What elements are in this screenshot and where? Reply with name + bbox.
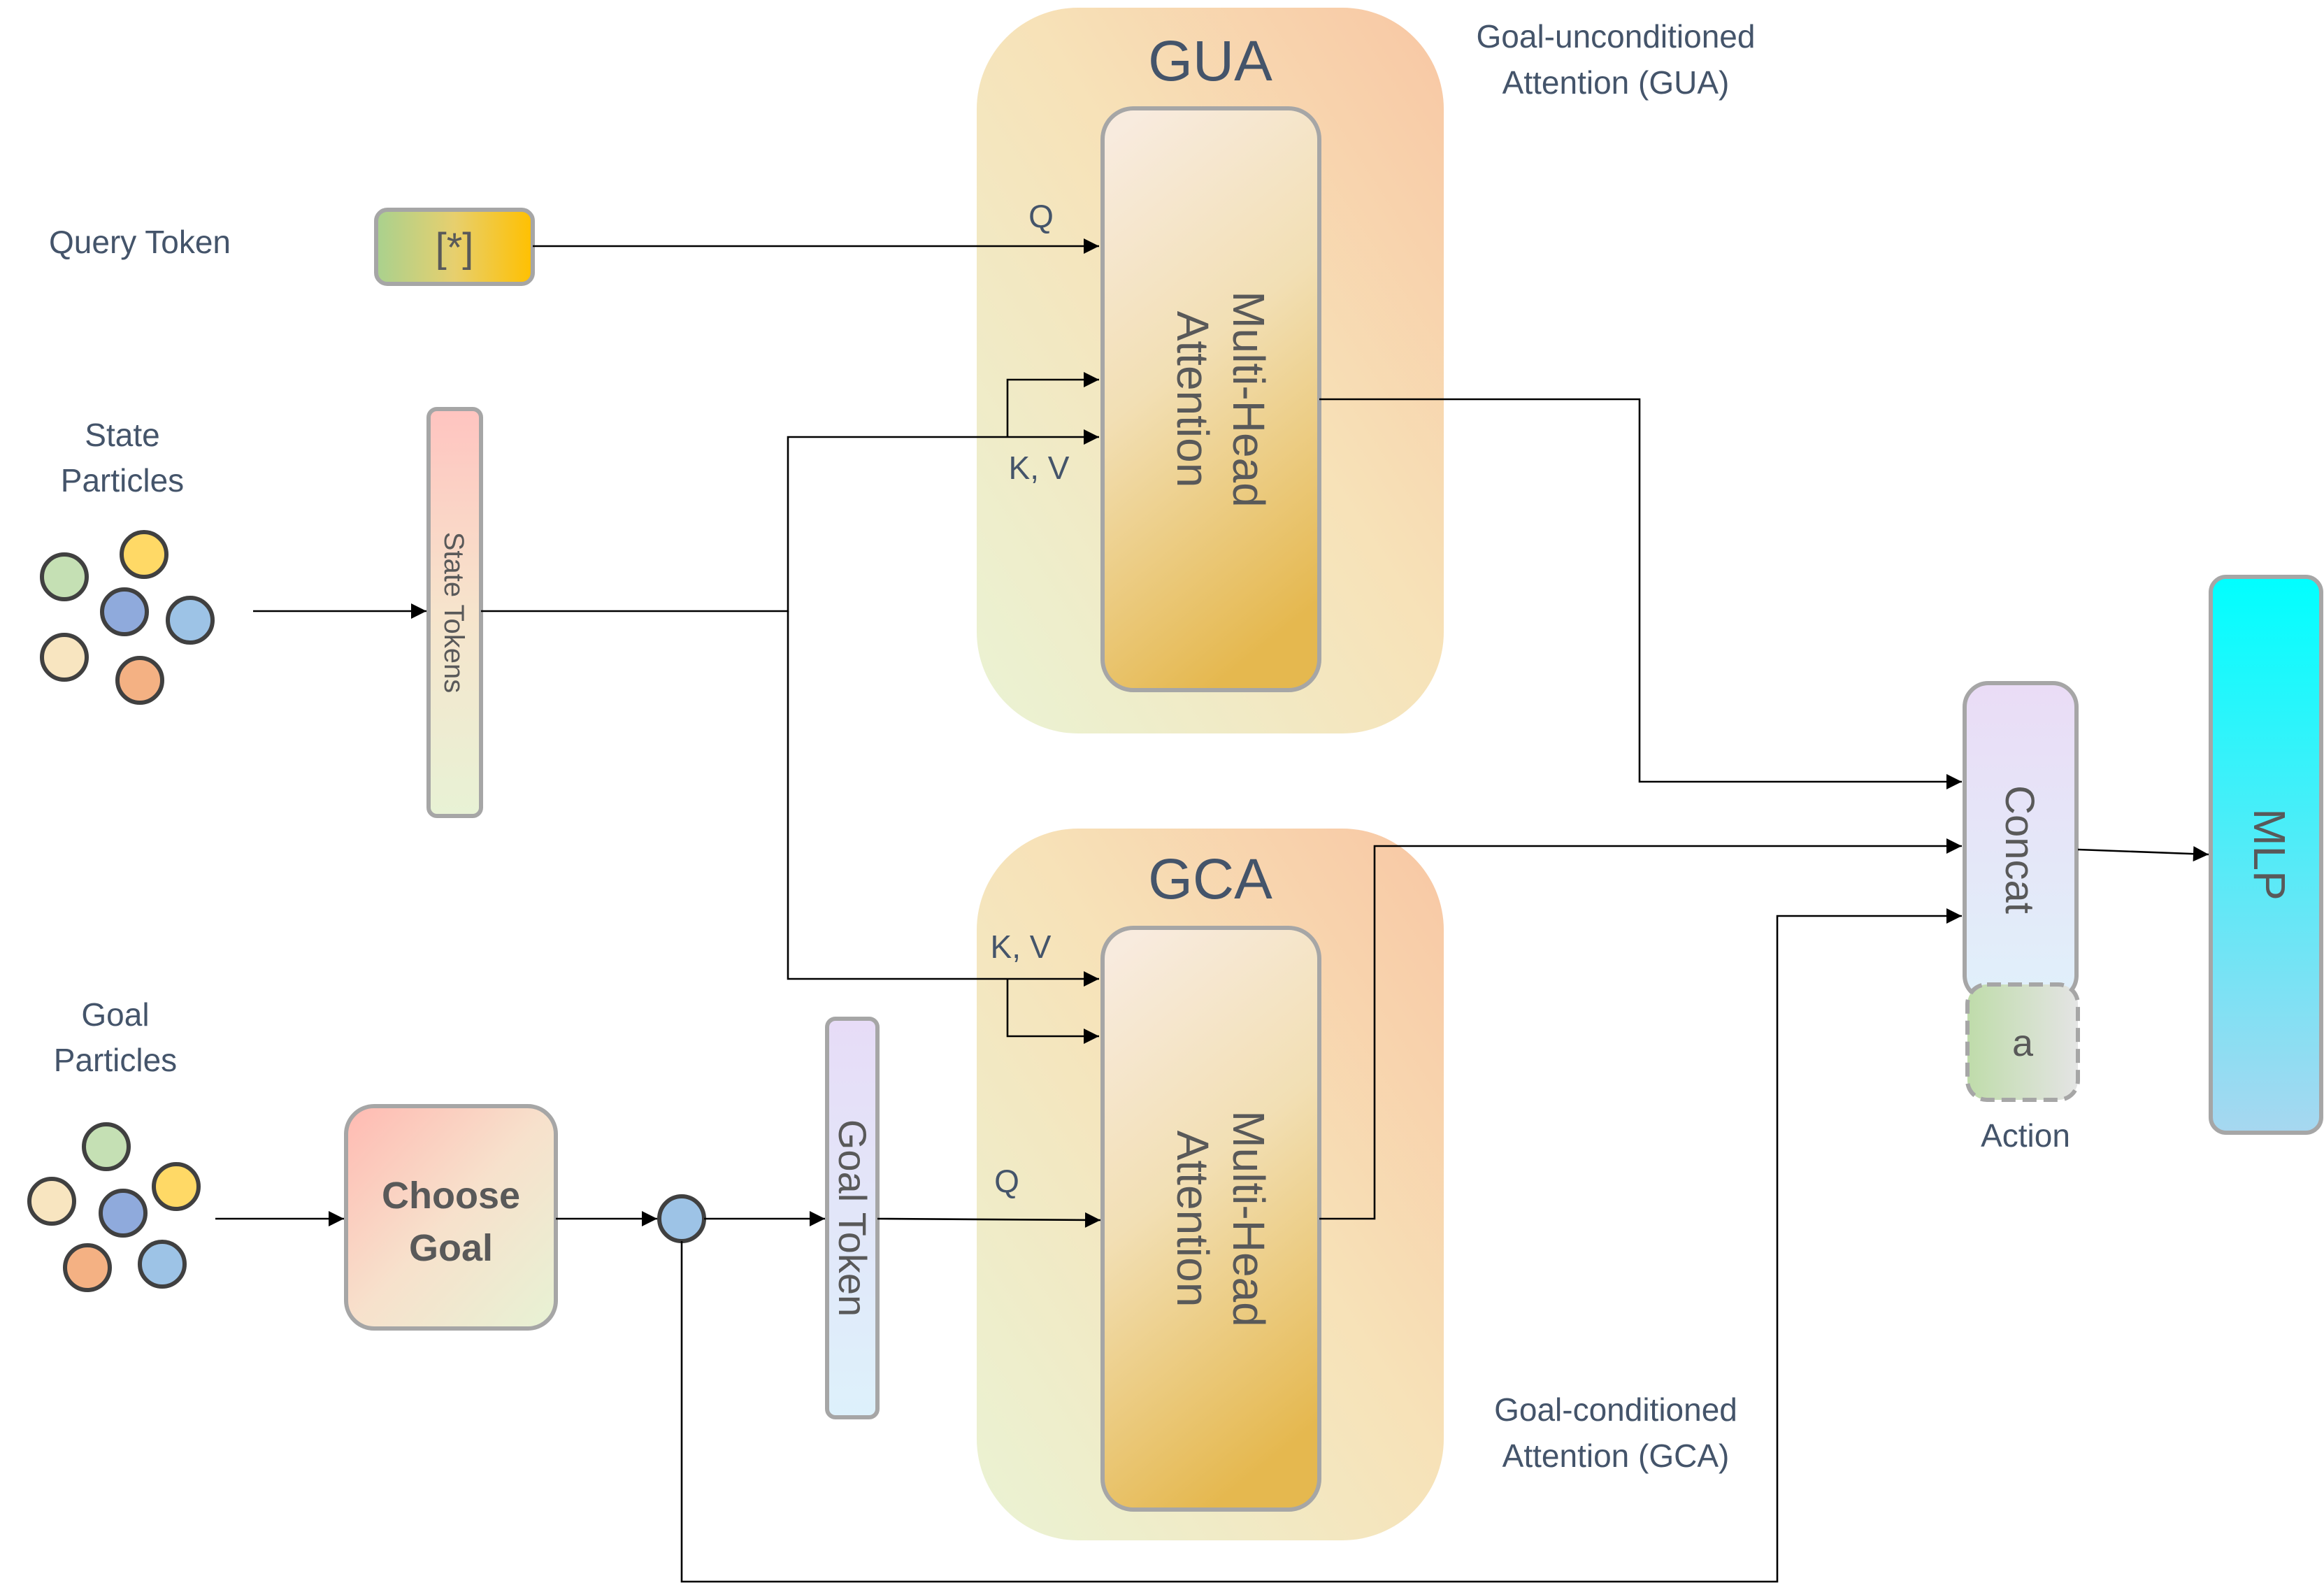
gca-kv-label: K, V <box>991 929 1052 965</box>
goal-token-block: Goal Token <box>825 1017 880 1419</box>
gua-to-concat-arrow <box>1319 398 1962 789</box>
gca-mha-line1: Multi-Head <box>1224 1110 1274 1326</box>
gua-description-1: Goal-unconditioned <box>1477 18 1756 55</box>
state-particle <box>120 530 168 579</box>
gca-mha-block: Multi-Head Attention <box>1100 926 1321 1512</box>
gua-mha-block: Multi-Head Attention <box>1100 106 1321 692</box>
mlp-block: MLP <box>2209 575 2323 1135</box>
gua-mha-line2: Attention <box>1168 311 1218 488</box>
choose-goal-text-1: Choose <box>382 1175 520 1217</box>
concat-text: Concat <box>1997 785 2042 914</box>
goal-token-text: Goal Token <box>831 1119 875 1317</box>
gca-description-1: Goal-conditioned <box>1494 1391 1737 1428</box>
state-particle <box>40 552 89 601</box>
gca-kv-split-arrow <box>1006 979 1099 1044</box>
query-token-text: [*] <box>436 225 474 271</box>
gca-to-concat-arrow <box>1319 838 1962 1220</box>
gua-description-2: Attention (GUA) <box>1502 64 1730 101</box>
goal-token-to-gca-q-arrow <box>877 1212 1101 1228</box>
gca-mha-line2: Attention <box>1168 1131 1218 1308</box>
goal-particle <box>99 1189 148 1238</box>
goal-particle <box>152 1162 201 1211</box>
state-particles <box>40 530 215 705</box>
gua-kv-split-arrow <box>1006 372 1099 437</box>
state-particles-label-2: Particles <box>61 462 184 499</box>
goal-particle <box>27 1177 76 1226</box>
selected-goal-particle <box>657 1194 706 1243</box>
query-token-label: Query Token <box>49 224 231 260</box>
state-particle <box>115 656 164 705</box>
connectors <box>215 238 2209 1583</box>
state-tokens-to-gca-kv-arrow <box>787 611 1099 987</box>
goal-particles-label-1: Goal <box>81 996 149 1033</box>
state-particles-label-1: State <box>85 417 159 453</box>
gua-title: GUA <box>1148 29 1272 93</box>
state-particle <box>100 587 149 636</box>
state-tokens-text: State Tokens <box>438 532 469 694</box>
concat-to-mlp-arrow <box>2077 846 2209 862</box>
state-particle <box>166 596 215 645</box>
action-label: Action <box>1981 1117 2070 1154</box>
gua-kv-label: K, V <box>1009 450 1070 486</box>
mlp-text: MLP <box>2244 808 2295 901</box>
gua-q-label: Q <box>1028 198 1054 234</box>
goal-to-concat-arrow <box>680 908 1962 1583</box>
state-particle <box>40 633 89 682</box>
gca-q-label: Q <box>994 1163 1019 1199</box>
gca-title: GCA <box>1148 847 1272 911</box>
goal-particles-label-2: Particles <box>54 1042 177 1078</box>
choose-goal-text-2: Goal <box>409 1227 493 1269</box>
concat-block: Concat <box>1963 681 2079 1001</box>
state-tokens-block: State Tokens <box>426 407 483 818</box>
action-token-block: a <box>1965 982 2080 1102</box>
goal-particle <box>138 1240 187 1289</box>
goal-particle <box>82 1122 131 1171</box>
goal-particles <box>27 1122 201 1292</box>
gca-description-2: Attention (GCA) <box>1502 1438 1730 1474</box>
action-token-text: a <box>2012 1022 2034 1064</box>
goal-particle <box>63 1243 112 1292</box>
choose-goal-block: Choose Goal <box>344 1104 558 1331</box>
query-token-block: [*] <box>374 208 535 286</box>
gua-mha-line1: Multi-Head <box>1224 291 1274 507</box>
state-tokens-to-gua-kv-arrow <box>481 429 1099 613</box>
